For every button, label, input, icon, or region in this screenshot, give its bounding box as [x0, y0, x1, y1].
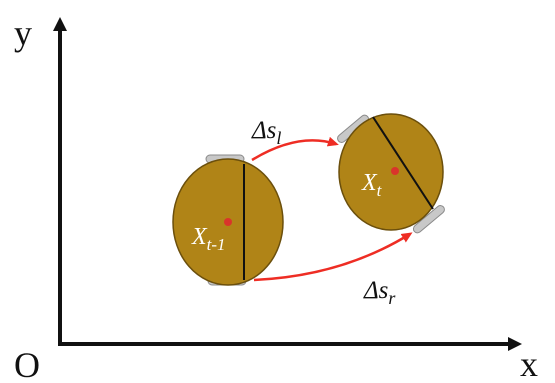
state-label-previous: Xt-1: [191, 224, 226, 254]
robot-axle: [372, 116, 434, 210]
right-displacement-label: Δsr: [363, 277, 396, 308]
left-displacement-label: Δsl: [251, 117, 281, 148]
right-wheel-bottom: [412, 205, 445, 234]
coordinate-axes: [53, 17, 522, 351]
y-axis-label: y: [14, 13, 32, 53]
x-axis-label: x: [520, 344, 538, 383]
origin-label: O: [14, 345, 40, 383]
robot-current-pose: Xt: [337, 113, 445, 234]
robot-previous-pose: Xt-1: [172, 154, 284, 286]
robot-center-dot: [391, 167, 399, 175]
robot-body: [338, 113, 444, 231]
robot-center-dot: [224, 218, 232, 226]
left-wheel-motion-arrow: [251, 136, 339, 162]
state-label-current: Xt: [361, 170, 383, 200]
right-wheel-motion-arrow: [253, 232, 413, 282]
